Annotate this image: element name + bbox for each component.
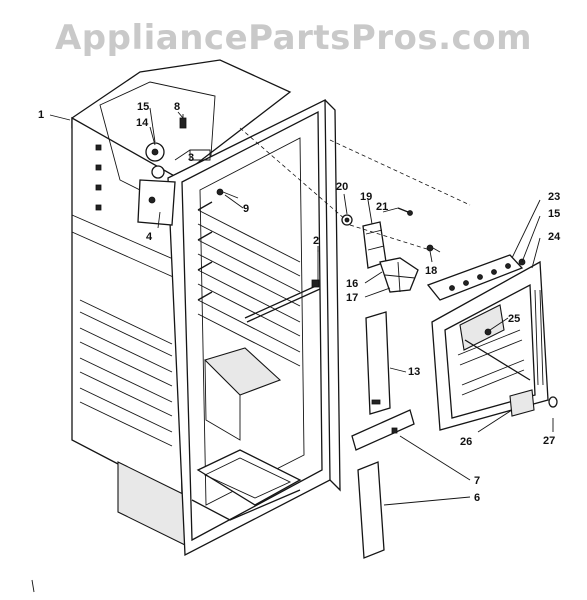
callout-labels: 1 15 14 8 3 4 9 20 19 21 2 16 17 18 23 1… — [38, 101, 561, 504]
part-18-screw — [426, 244, 441, 253]
part-16-17-fan-blade — [379, 257, 419, 293]
callout-3: 3 — [188, 152, 194, 164]
part-3-bracket — [189, 149, 211, 161]
callout-20: 20 — [336, 181, 348, 193]
callout-2: 2 — [313, 235, 319, 247]
watermark-logo: AppliancePartsPros.com — [54, 18, 532, 58]
callout-18: 18 — [425, 265, 437, 277]
callout-19: 19 — [360, 191, 372, 203]
part-26-cover — [509, 389, 535, 417]
part-24-evaporator-cover — [431, 260, 549, 431]
corner-mark — [31, 579, 35, 593]
part-7-baffle — [351, 409, 415, 451]
callout-27: 27 — [543, 435, 555, 447]
callout-15: 15 — [137, 101, 149, 113]
part-4-cover — [137, 179, 176, 226]
part-25-screw — [484, 328, 492, 336]
cabinet-front-frame — [167, 98, 341, 557]
callout-4: 4 — [146, 231, 153, 243]
part-23-socket-bracket — [426, 254, 524, 301]
callout-15b: 15 — [548, 208, 560, 220]
part-9-screw — [216, 188, 239, 199]
callout-26: 26 — [460, 436, 472, 448]
callout-8: 8 — [174, 101, 180, 113]
callout-1: 1 — [38, 109, 44, 121]
callout-13: 13 — [408, 366, 420, 378]
part-20-grommet — [341, 214, 353, 226]
callout-21: 21 — [376, 201, 388, 213]
leader-lines — [49, 107, 554, 506]
part-14-15-damper — [145, 142, 165, 179]
callout-23: 23 — [548, 191, 560, 203]
part-27-plug — [548, 396, 558, 408]
callout-17: 17 — [346, 292, 358, 304]
callout-24: 24 — [548, 231, 561, 243]
callout-7: 7 — [474, 475, 480, 487]
part-6-lower-duct — [357, 461, 385, 559]
part-13-duct — [365, 311, 391, 415]
callout-6: 6 — [474, 492, 480, 504]
callout-25: 25 — [508, 313, 520, 325]
part-2-rod — [244, 250, 321, 323]
part-21-screw — [397, 207, 413, 216]
callout-14: 14 — [136, 117, 149, 129]
callout-16: 16 — [346, 278, 358, 290]
callout-9: 9 — [243, 203, 249, 215]
